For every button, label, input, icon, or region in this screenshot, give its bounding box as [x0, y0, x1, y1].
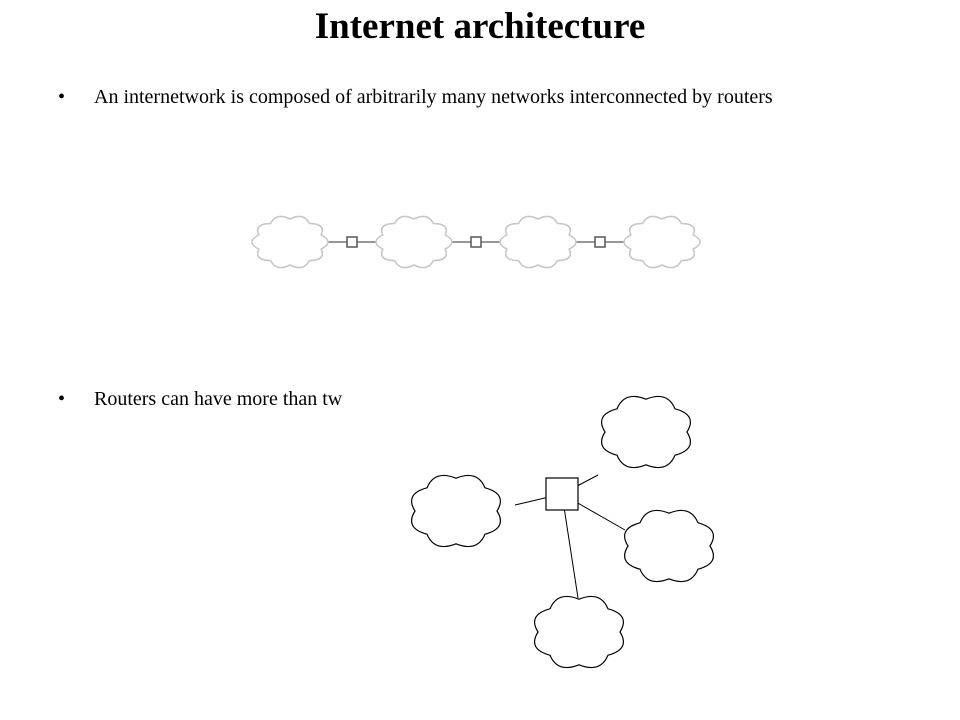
network-cloud-icon — [375, 215, 453, 269]
bullet-marker: • — [58, 388, 66, 410]
network-cloud-icon — [624, 509, 714, 583]
network-cloud-icon — [411, 474, 501, 548]
router-icon — [545, 477, 579, 511]
slide-title: Internet architecture — [314, 6, 646, 47]
bullet-marker: • — [58, 86, 66, 108]
chain-routers — [346, 236, 606, 248]
bullet-text: Routers can have more than tw — [94, 388, 343, 410]
bullet-text: An internetwork is composed of arbitrari… — [94, 86, 773, 108]
router-icon — [346, 236, 358, 248]
star-clouds — [411, 395, 714, 669]
network-cloud-icon — [623, 215, 701, 269]
chain-clouds — [251, 215, 701, 269]
network-cloud-icon — [251, 215, 329, 269]
star-router — [545, 477, 579, 511]
network-cloud-icon — [499, 215, 577, 269]
star-link-line — [561, 493, 579, 599]
router-icon — [470, 236, 482, 248]
network-cloud-icon — [534, 595, 624, 669]
bullet-routers: • Routers can have more than tw — [58, 376, 818, 422]
router-icon — [594, 236, 606, 248]
bullet-internetwork: • An internetwork is composed of arbitra… — [58, 74, 818, 120]
network-cloud-icon — [601, 395, 691, 469]
